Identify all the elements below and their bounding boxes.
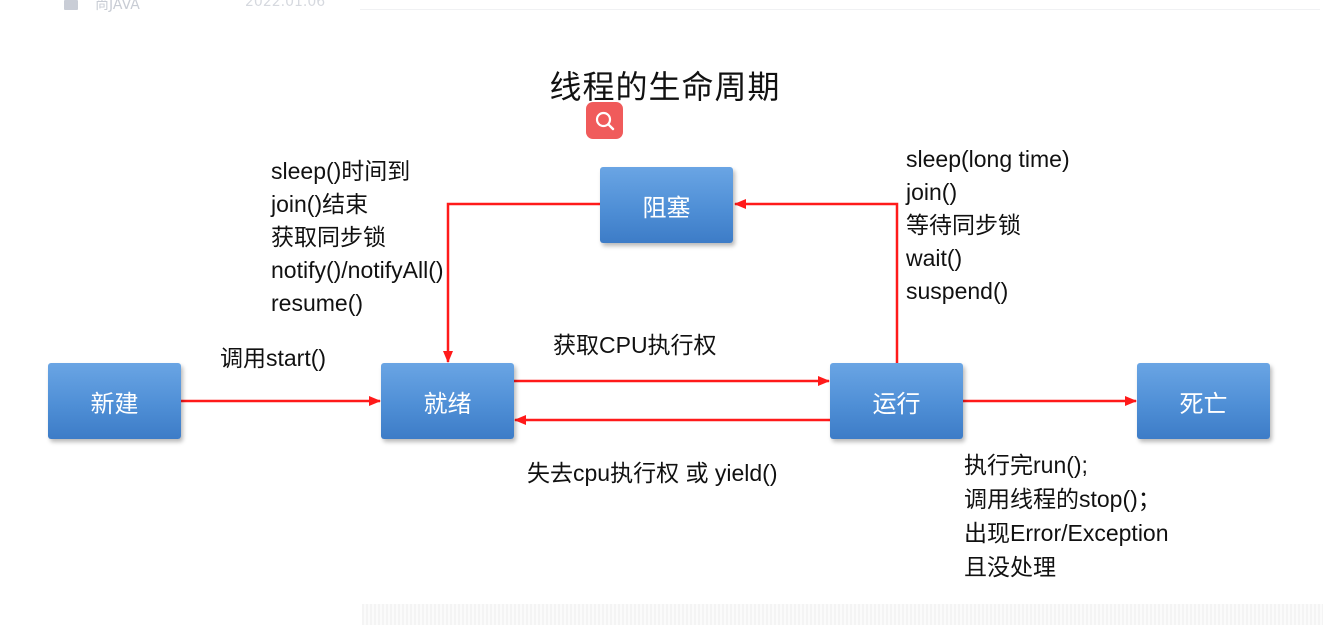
arrow-running-to-blocked <box>734 199 899 363</box>
label-line: join()结束 <box>271 191 369 217</box>
document-icon <box>64 0 78 10</box>
image-search-button[interactable] <box>586 102 623 139</box>
label-line: suspend() <box>906 278 1009 304</box>
search-icon <box>595 111 614 130</box>
label-line: join() <box>906 179 958 205</box>
label-line: 执行完run(); <box>964 452 1088 478</box>
label-running-to-blocked: sleep(long time) join() 等待同步锁 wait() sus… <box>906 148 1070 313</box>
label-line: wait() <box>906 245 963 271</box>
label-blocked-to-ready: sleep()时间到 join()结束 获取同步锁 notify()/notif… <box>271 160 444 325</box>
diagram-title: 线程的生命周期 <box>549 68 781 106</box>
state-new: 新建 <box>48 363 181 439</box>
label-line: 调用线程的stop()； <box>964 486 1161 512</box>
state-blocked: 阻塞 <box>600 167 733 243</box>
label-new-to-ready: 调用start() <box>220 345 327 371</box>
arrow-blocked-to-ready <box>443 202 600 363</box>
page-header-remnant: 尚JAVA 2022.01.06 <box>0 0 1323 14</box>
label-line: 获取同步锁 <box>271 224 386 250</box>
label-ready-to-running: 获取CPU执行权 <box>553 332 717 358</box>
label-line: sleep()时间到 <box>271 158 411 184</box>
divider <box>360 9 1320 10</box>
label-line: 等待同步锁 <box>906 212 1021 238</box>
state-dead: 死亡 <box>1137 363 1270 439</box>
label-line: 出现Error/Exception <box>964 520 1169 546</box>
label-running-to-ready: 失去cpu执行权 或 yield() <box>527 460 778 486</box>
file-date: 2022.01.06 <box>245 0 326 10</box>
label-line: sleep(long time) <box>906 146 1070 172</box>
label-running-to-dead: 执行完run(); 调用线程的stop()； 出现Error/Exception… <box>964 454 1169 590</box>
label-line: notify()/notifyAll() <box>271 257 444 283</box>
label-line: 且没处理 <box>964 554 1056 580</box>
label-line: resume() <box>271 290 364 316</box>
file-name: 尚JAVA <box>95 0 140 13</box>
state-ready: 就绪 <box>381 363 514 439</box>
page-footer-remnant <box>362 604 1323 625</box>
state-running: 运行 <box>830 363 963 439</box>
